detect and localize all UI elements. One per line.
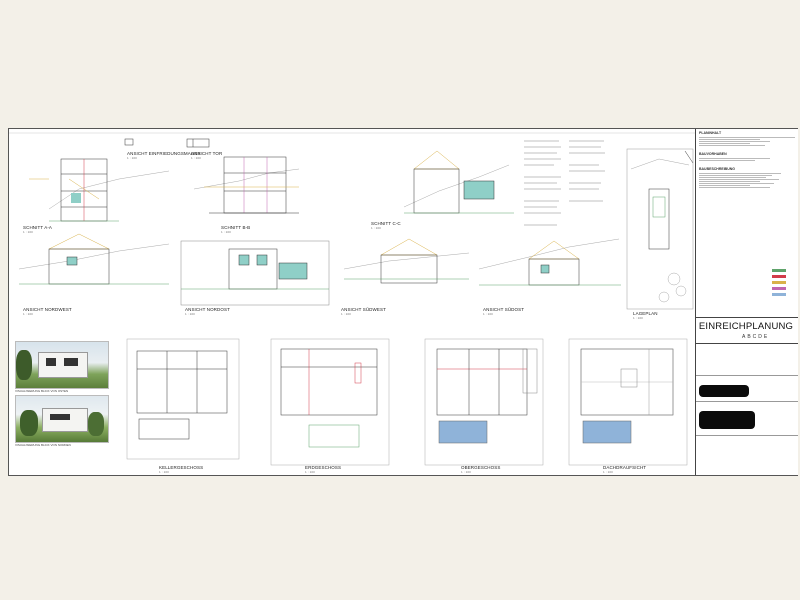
caption-rendering-east: VISUALISIERUNG BLICK VON OSTEN — [15, 389, 69, 393]
titleblock-baubeschreibung: BAUBESCHREIBUNG — [699, 167, 735, 171]
section-a-a-drawing — [29, 158, 170, 222]
redacted-block-1 — [699, 385, 749, 397]
elevation-southwest-drawing — [343, 238, 470, 284]
company-logo: ABCDE — [742, 334, 770, 340]
legend-swatch-red — [772, 275, 786, 278]
titleblock-bauvorhaben: BAUVORHABEN — [699, 152, 727, 156]
legend-swatch-yellow — [772, 281, 786, 284]
legend-swatch-magenta — [772, 287, 786, 290]
titleblock-planinhalt: PLANINHALT — [699, 131, 722, 135]
floor-plan-erdgeschoss — [270, 338, 390, 466]
room-schedule-table — [524, 140, 605, 226]
legend-swatch-green — [772, 269, 786, 272]
title-block: PLANINHALT BAUVORHABEN BAUBESCHREIBUNG E… — [695, 129, 798, 475]
rendering-north-view — [15, 395, 109, 443]
elevation-southeast-drawing — [478, 238, 621, 286]
floor-plan-dachdraufsicht — [568, 338, 688, 466]
project-title: EINREICHPLANUNG — [698, 321, 794, 332]
elevation-northwest-drawing — [18, 233, 170, 285]
caption-rendering-north: VISUALISIERUNG BLICK VON NORDEN — [15, 443, 71, 447]
site-plan-drawing — [626, 148, 694, 310]
floor-plan-obergeschoss — [424, 338, 544, 466]
drawing-canvas — [9, 132, 695, 466]
section-b-b-drawing — [193, 156, 300, 214]
rendering-east-view — [15, 341, 109, 389]
floor-plan-kellergeschoss — [126, 338, 240, 460]
section-c-c-drawing — [403, 150, 514, 214]
elevation-northeast-drawing — [180, 240, 330, 306]
legend-swatch-blue — [772, 293, 786, 296]
redacted-block-2 — [699, 411, 755, 429]
wall-elevation-drawing — [124, 138, 210, 148]
